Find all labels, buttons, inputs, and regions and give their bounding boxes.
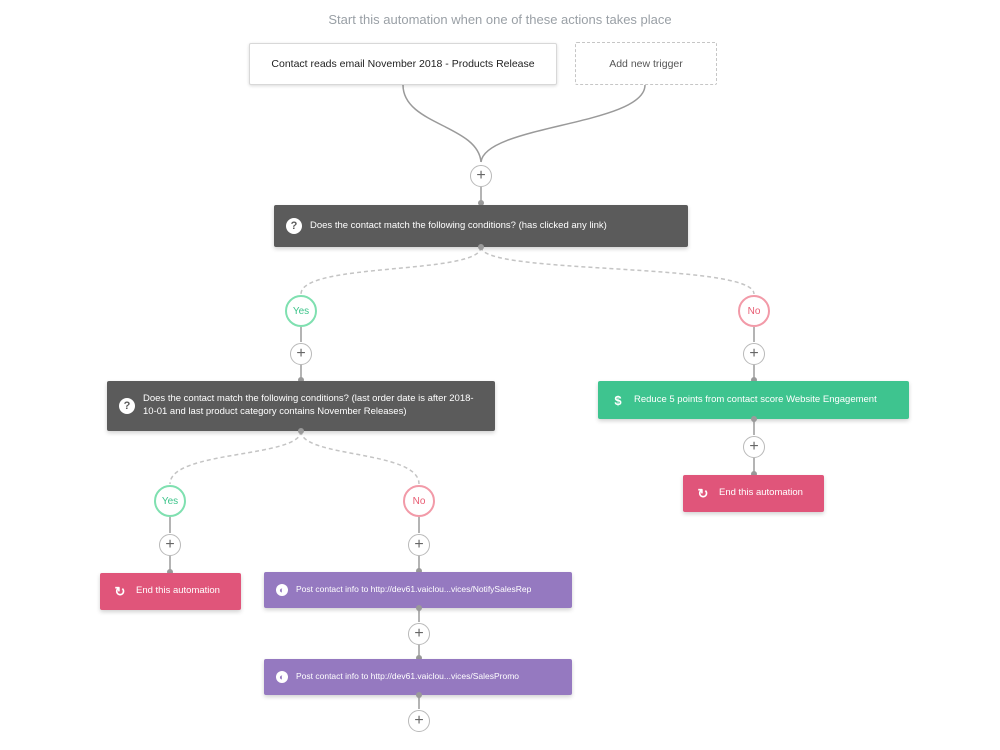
condition-label: Does the contact match the following con… [310, 219, 607, 231]
branch-yes[interactable]: Yes [154, 485, 186, 517]
end-automation-icon: ↻ [697, 485, 709, 501]
webhook-icon: ◐ [276, 584, 288, 596]
connector-dot [416, 692, 422, 698]
condition-has-clicked-link[interactable]: ? Does the contact match the following c… [274, 205, 688, 247]
add-step-button[interactable]: + [290, 343, 312, 365]
connector-dot [751, 377, 757, 383]
connector-dot [298, 377, 304, 383]
plus-icon: + [749, 345, 759, 362]
add-step-button[interactable]: + [743, 343, 765, 365]
add-trigger-label: Add new trigger [609, 57, 683, 70]
reduce-score-action[interactable]: $ Reduce 5 points from contact score Web… [598, 381, 909, 419]
action-label: End this automation [719, 487, 803, 499]
add-step-button[interactable]: + [743, 436, 765, 458]
action-label: Post contact info to http://dev61.vaiclo… [296, 584, 532, 595]
action-label: End this automation [136, 585, 220, 597]
end-automation-icon: ↻ [114, 583, 126, 599]
connector-dot [751, 471, 757, 477]
branch-no-label: No [412, 495, 426, 507]
plus-icon: + [749, 438, 759, 455]
connector-dot [478, 244, 484, 250]
post-contact-sales-promo[interactable]: ◐ Post contact info to http://dev61.vaic… [264, 659, 572, 695]
plus-icon: + [414, 712, 424, 729]
plus-icon: + [165, 536, 175, 553]
add-step-button[interactable]: + [159, 534, 181, 556]
connector-dot [751, 416, 757, 422]
trigger-label: Contact reads email November 2018 - Prod… [271, 58, 535, 70]
connector-dot [416, 655, 422, 661]
plus-icon: + [414, 536, 424, 553]
trigger-header: Start this automation when one of these … [328, 12, 672, 27]
branch-yes[interactable]: Yes [285, 295, 317, 327]
plus-icon: + [414, 625, 424, 642]
question-icon: ? [286, 218, 302, 234]
end-automation-action[interactable]: ↻ End this automation [100, 573, 241, 610]
webhook-icon: ◐ [276, 671, 288, 683]
trigger-email-read[interactable]: Contact reads email November 2018 - Prod… [249, 43, 557, 85]
connector-dot [298, 428, 304, 434]
branch-yes-label: Yes [161, 495, 179, 507]
condition-last-order-date[interactable]: ? Does the contact match the following c… [107, 381, 495, 431]
branch-no[interactable]: No [403, 485, 435, 517]
plus-icon: + [296, 345, 306, 362]
action-label: Post contact info to http://dev61.vaiclo… [296, 671, 520, 682]
add-step-button[interactable]: + [408, 710, 430, 732]
plus-icon: + [476, 167, 486, 184]
connector-dot [416, 605, 422, 611]
branch-yes-label: Yes [292, 305, 310, 317]
add-step-button[interactable]: + [470, 165, 492, 187]
dollar-icon: $ [614, 392, 622, 408]
connector-dot [478, 200, 484, 206]
branch-no-label: No [747, 305, 761, 317]
add-step-button[interactable]: + [408, 534, 430, 556]
branch-no[interactable]: No [738, 295, 770, 327]
add-new-trigger-button[interactable]: Add new trigger [575, 42, 717, 85]
end-automation-action[interactable]: ↻ End this automation [683, 475, 824, 512]
action-label: Reduce 5 points from contact score Websi… [634, 393, 877, 405]
connector-dot [416, 568, 422, 574]
connector-dot [167, 569, 173, 575]
post-contact-notify-sales-rep[interactable]: ◐ Post contact info to http://dev61.vaic… [264, 572, 572, 608]
add-step-button[interactable]: + [408, 623, 430, 645]
question-icon: ? [119, 398, 135, 414]
condition-label: Does the contact match the following con… [143, 393, 474, 417]
